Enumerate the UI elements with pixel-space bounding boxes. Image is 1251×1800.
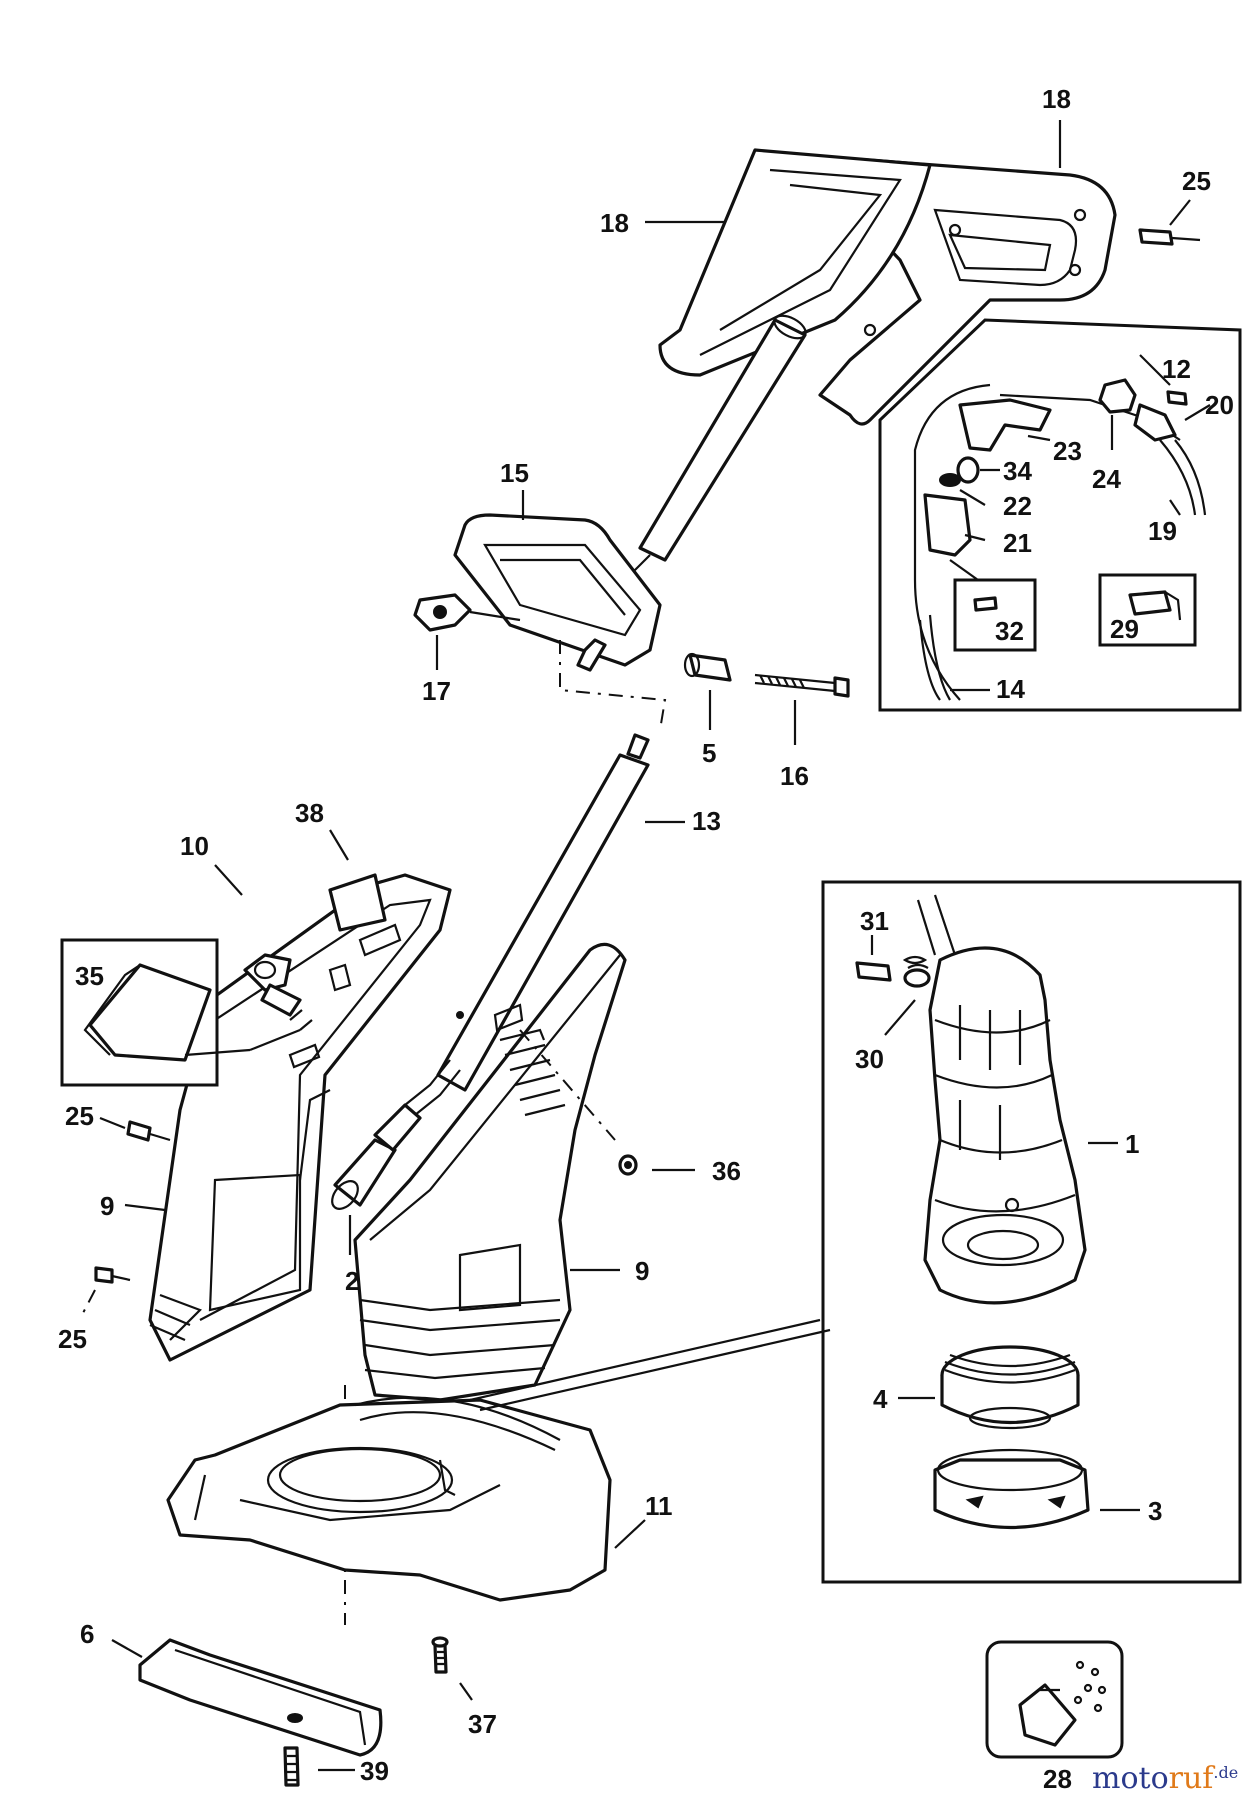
label-9-left: 9 [100, 1191, 114, 1221]
label-9-right: 9 [635, 1256, 649, 1286]
label-1: 1 [1125, 1129, 1139, 1159]
spring-30 [902, 955, 931, 988]
label-3: 3 [1148, 1496, 1162, 1526]
label-18-left: 18 [600, 208, 629, 238]
label-38: 38 [295, 798, 324, 828]
lower-tube [436, 733, 650, 1092]
label-22: 22 [1003, 491, 1032, 521]
svg-text:motoruf.de: motoruf.de [1092, 1761, 1238, 1796]
spool-cap-3 [933, 1448, 1090, 1529]
label-25-left-lower: 25 [58, 1324, 87, 1354]
label-5: 5 [702, 738, 716, 768]
label-11: 11 [645, 1491, 673, 1521]
label-29: 29 [1110, 614, 1139, 644]
part-32-box [953, 578, 1037, 652]
spool-4 [940, 1345, 1080, 1430]
label-37: 37 [468, 1709, 497, 1739]
label-19: 19 [1148, 516, 1177, 546]
motor-1 [916, 894, 1087, 1305]
switch-button-10 [243, 953, 302, 1017]
label-24: 24 [1092, 464, 1121, 494]
label-39: 39 [360, 1756, 389, 1786]
bolt-16 [754, 673, 850, 698]
guard-11 [166, 1318, 831, 1602]
sleeve-5 [683, 652, 732, 682]
label-30: 30 [855, 1044, 884, 1074]
connector-2 [331, 1059, 461, 1210]
label-4: 4 [873, 1384, 888, 1414]
label-28: 28 [1043, 1764, 1072, 1794]
label-32: 32 [995, 616, 1024, 646]
label-35: 35 [75, 961, 104, 991]
brush-31 [855, 961, 892, 982]
watermark-suffix: .de [1213, 1763, 1238, 1782]
upper-tube [629, 314, 807, 576]
label-2: 2 [345, 1266, 359, 1296]
watermark-part1: moto [1092, 1761, 1169, 1796]
label-12: 12 [1162, 354, 1191, 384]
screw-36 [618, 1154, 638, 1176]
deflector-6 [138, 1638, 383, 1757]
label-25-left-upper: 25 [65, 1101, 94, 1131]
screw-37 [431, 1636, 449, 1674]
label-10: 10 [180, 831, 209, 861]
adjuster-collar [413, 513, 662, 672]
label-20: 20 [1205, 390, 1234, 420]
label-23: 23 [1053, 436, 1082, 466]
right-housing-half [353, 942, 627, 1402]
part-labels: 18 18 25 12 20 23 24 34 22 21 19 32 29 1… [58, 84, 1234, 1794]
upper-handle [658, 148, 1117, 426]
label-16: 16 [780, 761, 809, 791]
screw-25-top [1138, 228, 1201, 246]
label-6: 6 [80, 1619, 94, 1649]
label-18-top: 18 [1042, 84, 1071, 114]
watermark-part2: ruf [1169, 1761, 1216, 1796]
screw-25-left-upper [126, 1120, 171, 1142]
label-21: 21 [1003, 528, 1032, 558]
screw-25-left-lower [94, 1266, 131, 1284]
screw-39 [283, 1746, 300, 1787]
watermark-logo: motoruf.de [1092, 1761, 1238, 1796]
switch-assembly [913, 378, 1207, 701]
label-14: 14 [996, 674, 1025, 704]
label-34: 34 [1003, 456, 1032, 486]
label-36: 36 [712, 1156, 741, 1186]
label-15: 15 [500, 458, 529, 488]
label-13: 13 [692, 806, 721, 836]
lubricant-28 [1018, 1660, 1107, 1747]
left-housing-half [148, 873, 452, 1362]
label-25-top: 25 [1182, 166, 1211, 196]
label-17: 17 [422, 676, 451, 706]
label-31: 31 [860, 906, 889, 936]
label-38 [328, 873, 387, 932]
